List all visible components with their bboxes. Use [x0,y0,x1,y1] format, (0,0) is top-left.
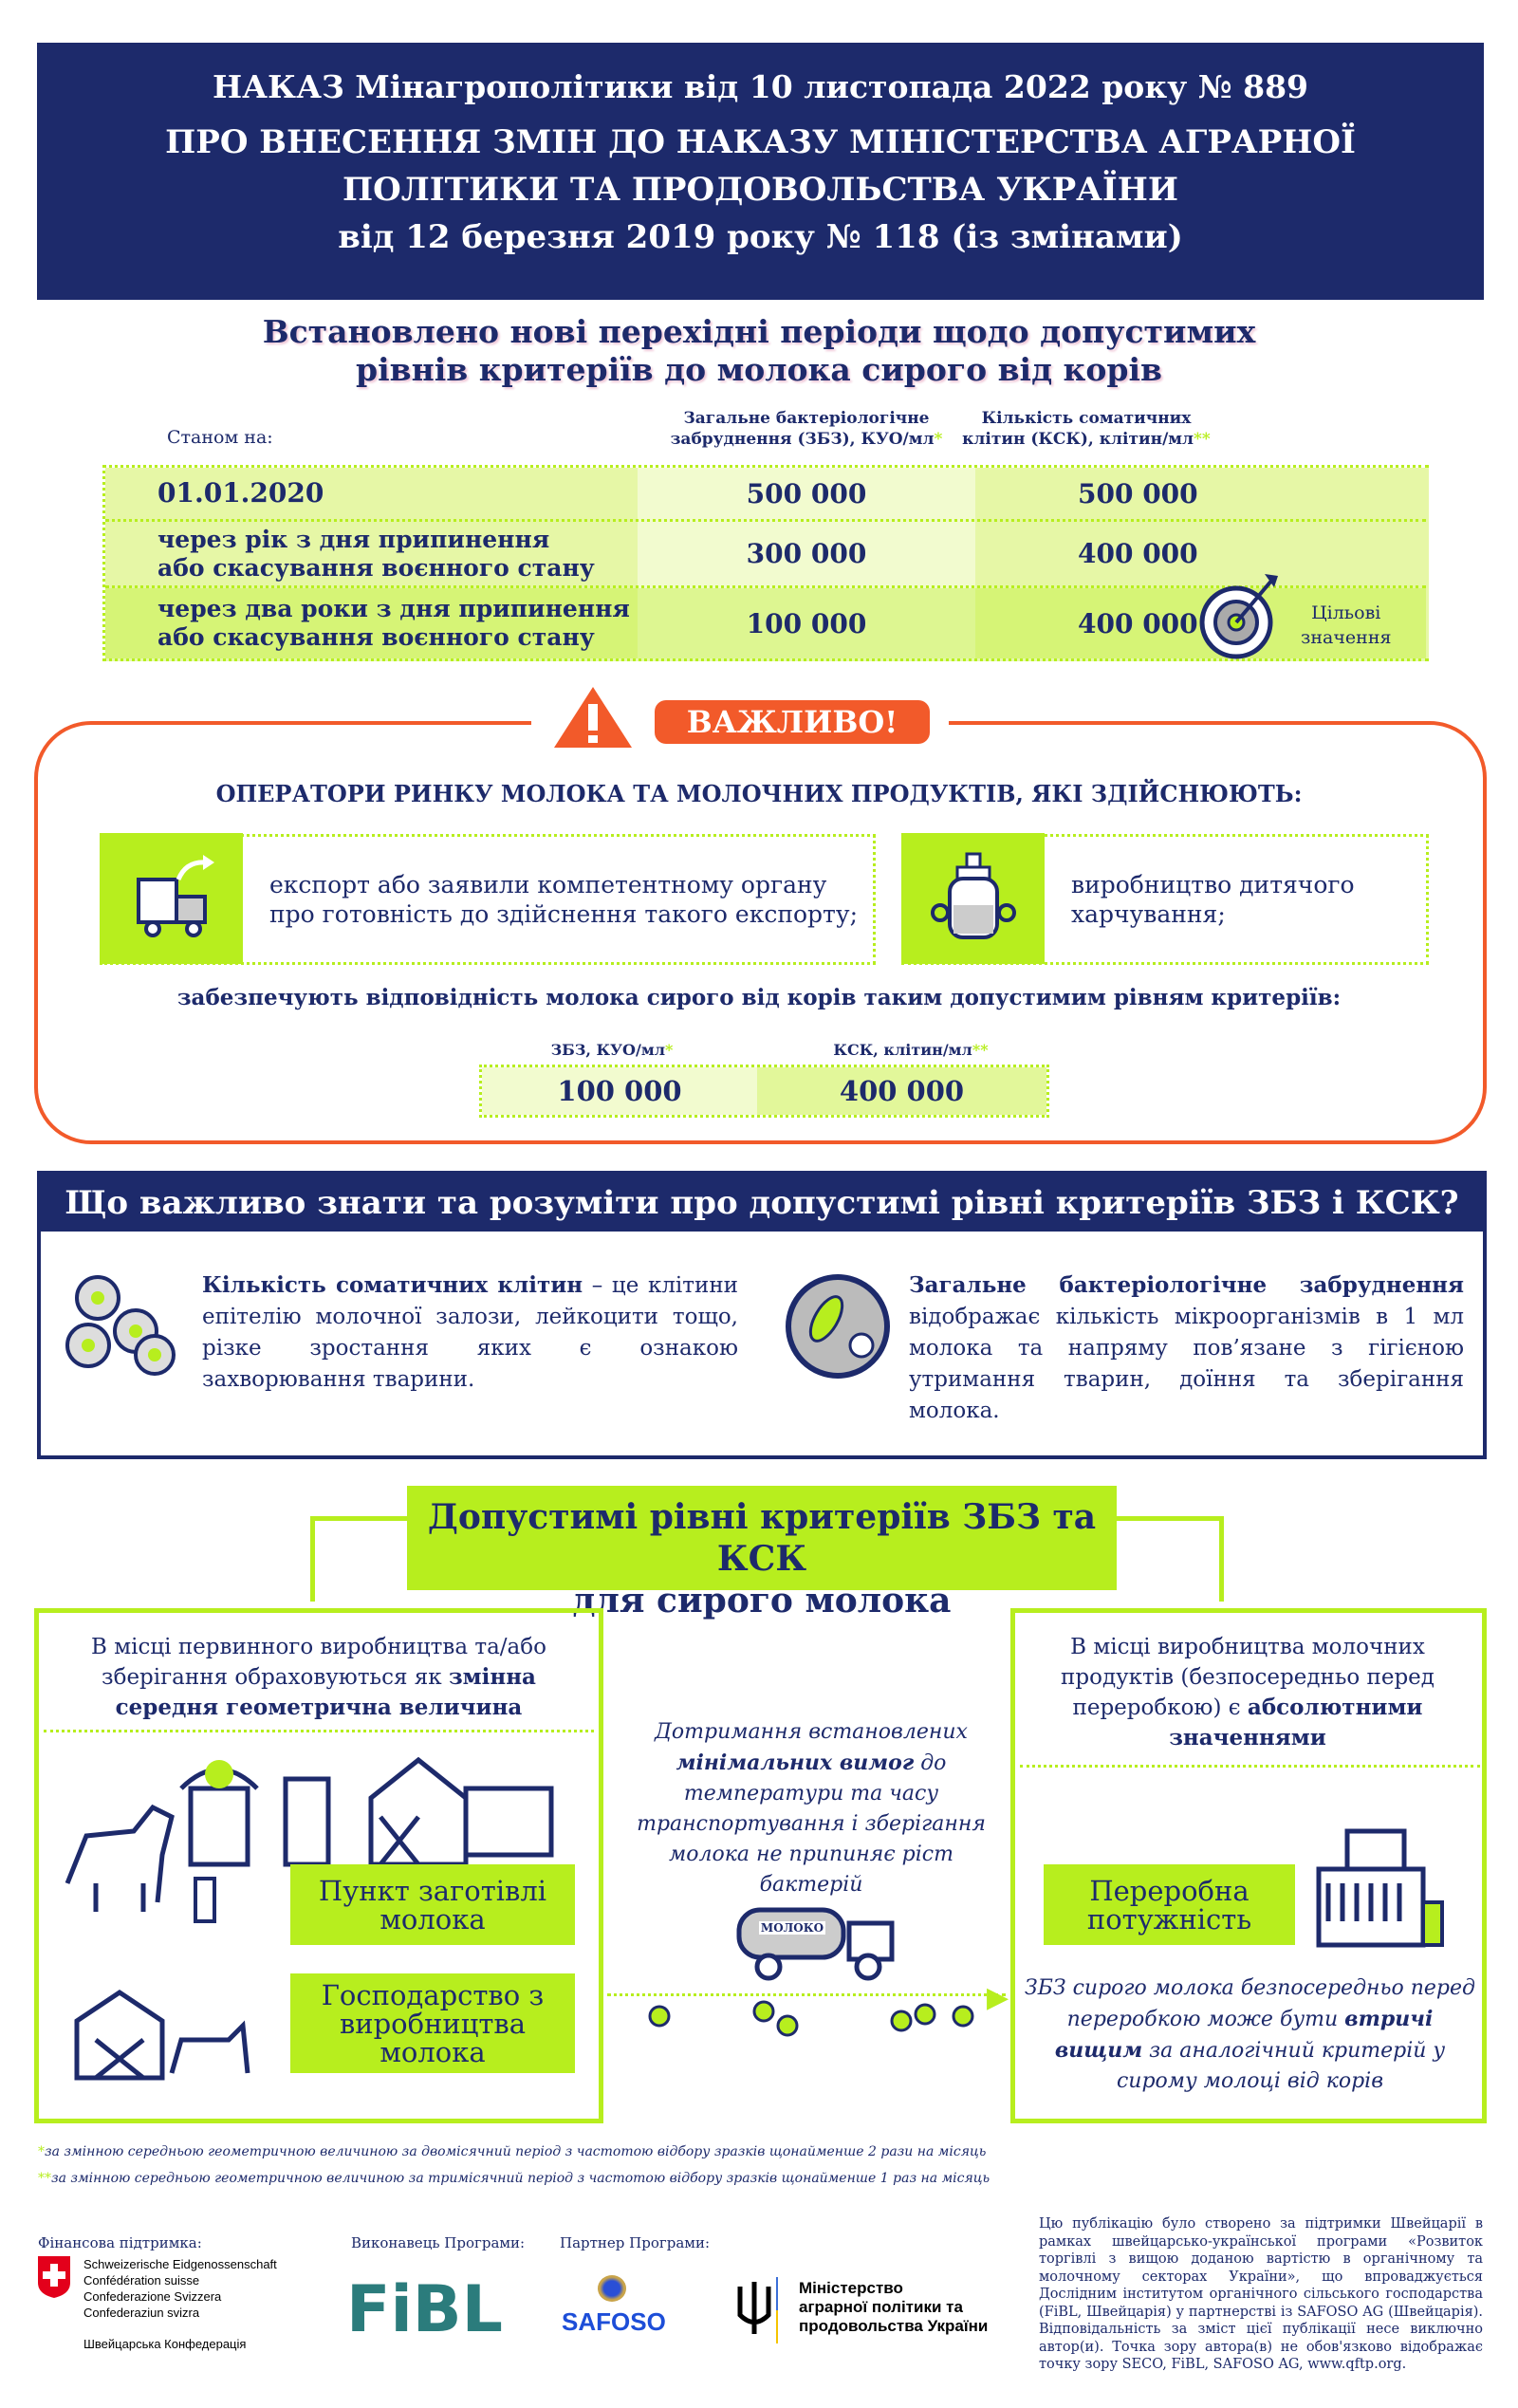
warning-icon [554,687,632,748]
executor-label: Виконавець Програми: [351,2234,526,2251]
knowledge-title: Що важливо знати та розуміти про допусти… [41,1175,1483,1232]
export-item: експорт або заявили компетентному органу… [100,832,876,965]
transport-note: Дотримання встановлених мінімальних вимо… [637,1720,986,1897]
col-ksk-header: Кількість соматичних клітин (КСК), клітин… [958,408,1214,450]
fibl-logo: FiBL [346,2272,503,2347]
barn-cow-icon [74,1989,250,2081]
processing-panel: В місці виробництва молочних продуктів (… [1010,1608,1487,2123]
petri-dish-icon [786,1274,890,1379]
footnote-mark: * [934,430,943,449]
bacteria-icons [648,2000,974,2037]
row-label: 01.01.2020 [157,477,324,509]
header-text: Кількість соматичних [981,409,1192,428]
col-date-header: Станом на: [167,427,273,448]
zbz-value: 500 000 [746,477,867,509]
col-zbz-header: Загальне бактеріологічне забруднення (ЗБЗ… [645,408,968,450]
order-title: НАКАЗ Мінагрополітики від 10 листопада 2… [213,68,1308,105]
swiss-flag-icon [38,2256,70,2298]
footnote-mark: ** [1194,430,1211,449]
processing-note: ЗБЗ сирого молока безпосередньо перед пе… [1025,1976,1475,2093]
baby-bottle-icon [901,832,1045,964]
arrow-right-icon: ▶ [987,1981,1009,2014]
export-text: експорт або заявили компетентному органу [269,871,827,898]
footnote-2: **за змінною середньою геометричною вели… [38,2171,990,2186]
farm-icons [65,1756,554,1923]
trident-icon [737,2277,778,2343]
order-subject-2: ПОЛІТИКИ ТА ПРОДОВОЛЬСТВА УКРАЇНИ [342,171,1178,209]
order-subject-3: від 12 березня 2019 року № 118 (із зміна… [338,218,1183,256]
zbz-required: 100 000 [482,1067,757,1115]
subtitle-line: Встановлено нові перехідні періоди щодо … [262,313,1256,350]
zbz-value: 300 000 [746,538,867,569]
collection-point-label: Пункт заготівлі молока [290,1864,575,1945]
truck-label: МОЛОКО [759,1921,825,1935]
baby-food-text: виробництво дитячого [1071,871,1355,898]
ksk-description: Кількість соматичних клітин – це клітини… [202,1272,739,1392]
zbz-label: ЗБЗ, КУО/мл* [550,1041,674,1059]
baby-food-text: харчування; [1071,900,1226,928]
header-text: забруднення (ЗБЗ), КУО/мл [670,430,935,449]
header-text: Загальне бактеріологічне [683,409,930,428]
zbz-description: Загальне бактеріологічне забруднення від… [909,1272,1464,1423]
header-text: клітин (КСК), клітин/мл [962,430,1194,449]
ksk-value: 400 000 [1078,538,1198,569]
criteria-table: 01.01.2020 500 000 500 000 через рік з д… [102,465,1429,661]
section-subtitle: Встановлено нові перехідні періоди щодо … [0,313,1518,389]
ksk-value: 400 000 [1078,607,1198,639]
target-icon [1199,574,1278,659]
footnote-1: *за змінною середньою геометричною велич… [38,2144,987,2159]
safoso-logo: SAFOSO [562,2307,666,2336]
processing-plant-label: Переробна потужність [1044,1864,1295,1945]
table-row: 01.01.2020 500 000 500 000 [105,468,1426,522]
cells-icon [65,1275,176,1376]
ensure-text: забезпечують відповідність молока сирого… [176,985,1342,1010]
required-levels: 100 000 400 000 [479,1065,1049,1118]
ksk-value: 500 000 [1078,477,1198,509]
primary-production-panel: В місці первинного виробництва та/або зб… [34,1608,603,2123]
export-truck-icon [100,832,243,964]
funding-label: Фінансова підтримка: [38,2234,202,2251]
operators-heading: ОПЕРАТОРИ РИНКУ МОЛОКА ТА МОЛОЧНИХ ПРОДУ… [215,780,1303,807]
milk-truck-icon [736,1907,895,1981]
ksk-label: КСК, клітин/мл** [833,1041,989,1059]
disclaimer: Цю публікацію було створено за підтримки… [1039,2216,1483,2372]
zbz-value: 100 000 [746,607,867,639]
primary-text: В місці первинного виробництва та/або зб… [91,1635,546,1720]
dairy-farm-label: Господарство з виробництва молока [290,1973,575,2073]
processing-text: В місці виробництва молочних продуктів (… [1061,1635,1435,1750]
knowledge-section: Що важливо знати та розуміти про допусти… [37,1171,1487,1459]
header-banner: НАКАЗ Мінагрополітики від 10 листопада 2… [37,43,1484,300]
ksk-required: 400 000 [757,1067,1046,1115]
subtitle-line: рівнів критеріїв до молока сирого від ко… [356,351,1162,388]
factory-icon [1316,1828,1444,1948]
order-subject-1: ПРО ВНЕСЕННЯ ЗМІН ДО НАКАЗУ МІНІСТЕРСТВА… [165,123,1356,161]
important-badge: ВАЖЛИВО! [655,700,930,744]
export-text: про готовність до здійснення такого експ… [269,900,859,928]
partner-label: Партнер Програми: [560,2234,711,2251]
safoso-mark-icon [598,2275,626,2302]
